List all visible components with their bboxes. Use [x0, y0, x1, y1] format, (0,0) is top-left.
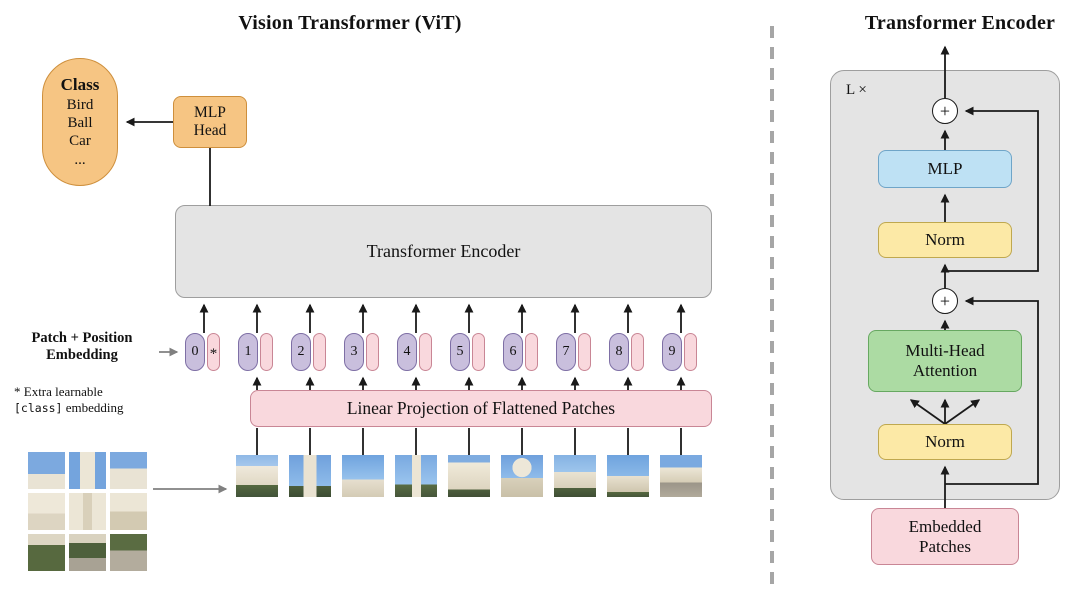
- vit-title: Vision Transformer (ViT): [238, 12, 462, 34]
- image-patch-6: [501, 455, 543, 497]
- patch-embedding-4: [419, 333, 432, 371]
- grid-cell-4: [28, 493, 65, 530]
- class-heading: Class: [60, 75, 100, 95]
- patch-position-label-line2: Embedding: [46, 347, 118, 364]
- class-item-ball: Ball: [67, 115, 93, 132]
- token-pair-7: 7: [556, 333, 591, 371]
- patch-embedding-7: [578, 333, 591, 371]
- position-token-2: 2: [291, 333, 311, 371]
- class-item-ellipsis: ...: [74, 151, 86, 168]
- patch-embedding-6: [525, 333, 538, 371]
- image-patch-9: [660, 455, 702, 497]
- patch-embedding-3: [366, 333, 379, 371]
- grid-cell-6: [110, 493, 147, 530]
- embedded-patches-box: Embedded Patches: [871, 508, 1019, 565]
- norm-box-top: Norm: [878, 222, 1012, 258]
- mlp-head-box: MLP Head: [173, 96, 247, 148]
- mha-label-line2: Attention: [912, 361, 978, 380]
- grid-cell-2: [69, 452, 106, 489]
- source-image-grid: [28, 452, 147, 571]
- position-token-3: 3: [344, 333, 364, 371]
- position-token-4: 4: [397, 333, 417, 371]
- token-pair-8: 8: [609, 333, 644, 371]
- patch-embedding-5: [472, 333, 485, 371]
- norm-bottom-label: Norm: [925, 432, 965, 451]
- footnote-rest: embedding: [65, 400, 124, 416]
- encoder-detail-title: Transformer Encoder: [864, 12, 1056, 34]
- position-token-7: 7: [556, 333, 576, 371]
- mlp-box: MLP: [878, 150, 1012, 188]
- grid-cell-7: [28, 534, 65, 571]
- token-pair-5: 5: [450, 333, 485, 371]
- multi-head-attention-box: Multi-Head Attention: [868, 330, 1022, 392]
- class-embedding-footnote: * Extra learnable [class] embedding: [14, 384, 123, 417]
- grid-cell-1: [28, 452, 65, 489]
- norm-box-bottom: Norm: [878, 424, 1012, 460]
- position-token-9: 9: [662, 333, 682, 371]
- token-pair-2: 2: [291, 333, 326, 371]
- position-token-8: 8: [609, 333, 629, 371]
- embedded-patches-line1: Embedded: [908, 516, 982, 536]
- gray-arrows: [153, 347, 228, 494]
- grid-cell-8: [69, 534, 106, 571]
- embedded-patches-line2: Patches: [919, 536, 971, 556]
- patch-embedding-2: [313, 333, 326, 371]
- footnote-line1: * Extra learnable: [14, 384, 103, 399]
- position-token-0: 0: [185, 333, 205, 371]
- token-pair-0: 0 *: [185, 333, 220, 371]
- patch-embedding-9: [684, 333, 697, 371]
- patch-embedding-1: [260, 333, 273, 371]
- mlp-head-label-line1: MLP: [194, 104, 226, 121]
- token-pair-3: 3: [344, 333, 379, 371]
- class-item-bird: Bird: [66, 96, 94, 113]
- grid-cell-5: [69, 493, 106, 530]
- plus-icon: +: [939, 101, 951, 121]
- token-pair-1: 1: [238, 333, 273, 371]
- linear-projection-box: Linear Projection of Flattened Patches: [250, 390, 712, 427]
- class-output-pill: Class Bird Ball Car ...: [42, 58, 118, 186]
- image-patch-2: [289, 455, 331, 497]
- patch-position-label-line1: Patch + Position: [31, 330, 133, 346]
- mlp-head-label-line2: Head: [193, 122, 227, 139]
- class-item-car: Car: [69, 133, 91, 150]
- linear-projection-label: Linear Projection of Flattened Patches: [346, 398, 616, 418]
- transformer-encoder-box: Transformer Encoder: [175, 205, 712, 298]
- position-token-5: 5: [450, 333, 470, 371]
- transformer-encoder-label: Transformer Encoder: [366, 241, 521, 261]
- position-token-6: 6: [503, 333, 523, 371]
- residual-add-bottom: +: [932, 288, 958, 314]
- image-patch-1: [236, 455, 278, 497]
- image-patch-8: [607, 455, 649, 497]
- image-patch-3: [342, 455, 384, 497]
- footnote-line2: [class] embedding: [14, 400, 123, 416]
- norm-top-label: Norm: [925, 230, 965, 249]
- patch-embedding-8: [631, 333, 644, 371]
- token-pair-9: 9: [662, 333, 697, 371]
- grid-cell-9: [110, 534, 147, 571]
- patch-position-label: Patch + Position Embedding: [6, 330, 158, 365]
- token-pair-4: 4: [397, 333, 432, 371]
- mha-label-line1: Multi-Head: [905, 341, 985, 361]
- position-token-1: 1: [238, 333, 258, 371]
- token-pair-6: 6: [503, 333, 538, 371]
- image-patch-7: [554, 455, 596, 497]
- class-patch-token: *: [207, 333, 220, 371]
- image-patch-4: [395, 455, 437, 497]
- plus-icon: +: [939, 291, 951, 311]
- class-token-code: [class]: [14, 401, 63, 416]
- repeat-count-label: L ×: [846, 82, 867, 98]
- grid-cell-3: [110, 452, 147, 489]
- residual-add-top: +: [932, 98, 958, 124]
- image-patch-5: [448, 455, 490, 497]
- mlp-label: MLP: [927, 159, 963, 178]
